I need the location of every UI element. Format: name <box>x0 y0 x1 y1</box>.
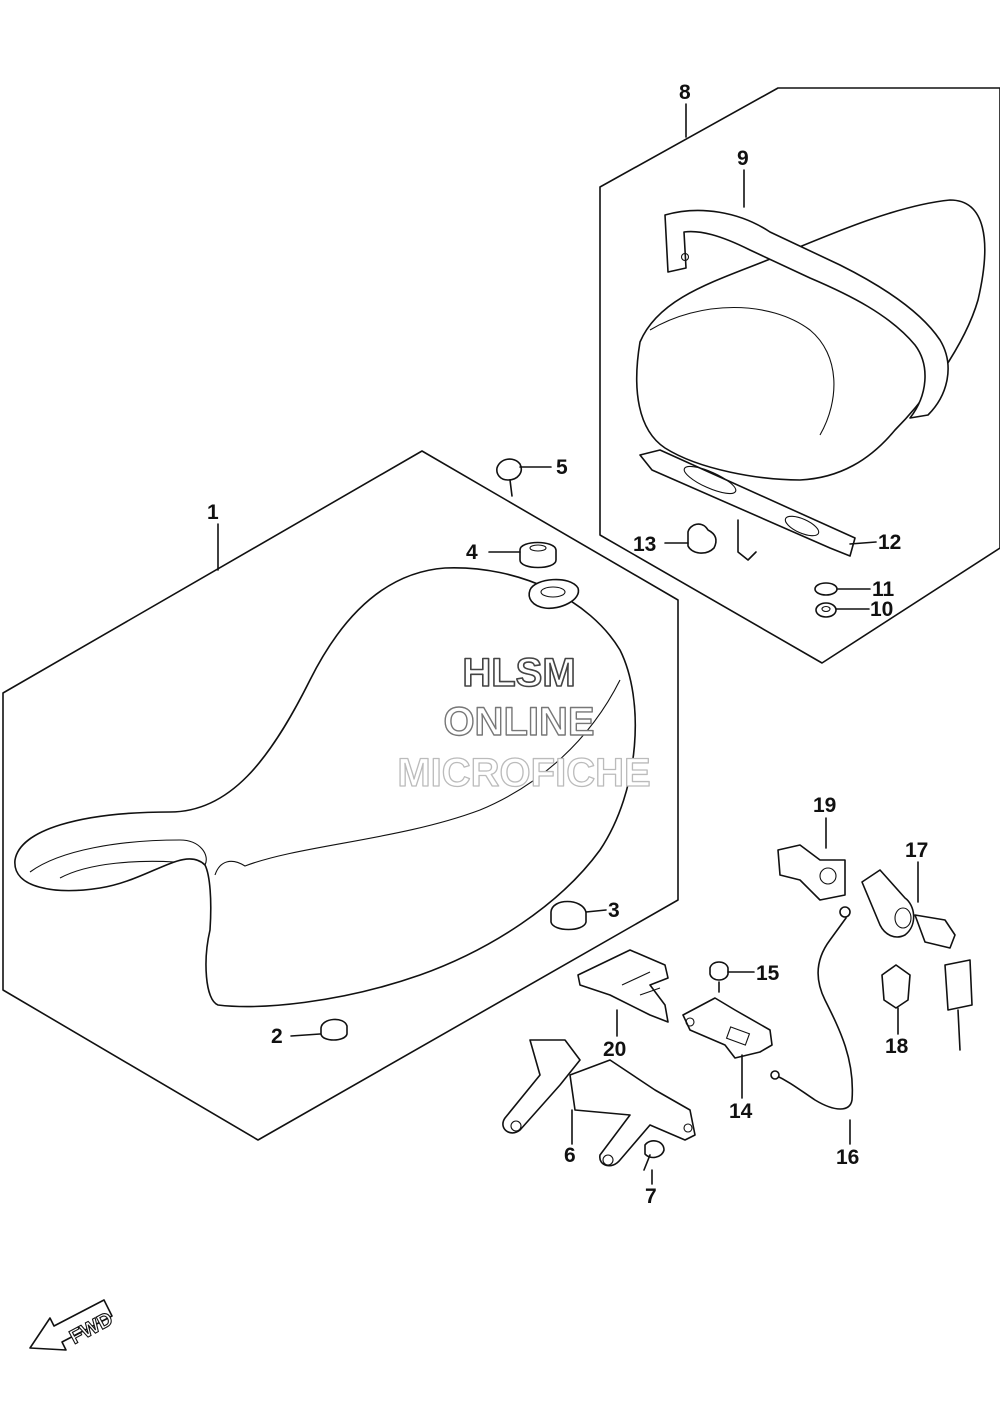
callout-16: 16 <box>836 1146 859 1169</box>
rear-seat-group <box>599 87 1000 664</box>
callout-11: 11 <box>872 578 895 601</box>
washer <box>814 582 838 596</box>
seat-base-plate <box>639 449 856 557</box>
seat-lock-cable <box>770 906 854 1110</box>
callout-5: 5 <box>556 456 568 479</box>
watermark-line-1: HLSM <box>462 651 575 695</box>
base-plate-hook <box>737 519 757 561</box>
rider-seat-seam <box>214 679 621 876</box>
lock-key-set <box>861 869 973 1051</box>
base-plate-slot <box>683 465 737 495</box>
callout-14: 14 <box>729 1100 753 1123</box>
callout-18: 18 <box>885 1035 909 1058</box>
bracket-20 <box>577 949 669 1023</box>
watermark: HLSM ONLINE MICROFICHE <box>397 650 652 795</box>
bolt-5 <box>496 458 523 481</box>
seat-hinge-bracket <box>502 1039 696 1167</box>
watermark-line-3: MICROFICHE <box>397 751 650 795</box>
clip-18 <box>881 964 911 1009</box>
front-seat-group <box>2 450 679 1141</box>
bolt-7 <box>643 1140 665 1171</box>
seat-lock <box>682 997 773 1059</box>
grab-strap-bolt-hole <box>680 252 690 262</box>
callout-6: 6 <box>564 1144 576 1167</box>
rider-seat <box>14 567 637 1008</box>
callout-1: 1 <box>207 501 219 524</box>
callout-10: 10 <box>870 598 893 621</box>
callout-7: 7 <box>645 1185 657 1208</box>
bracket-19 <box>777 844 846 901</box>
callouts: 1 2 3 4 5 6 7 8 9 10 11 12 13 14 15 16 1… <box>207 81 928 1208</box>
cushion-3 <box>550 900 587 931</box>
fwd-arrow-icon: FWD <box>29 1299 117 1351</box>
callout-8: 8 <box>679 81 691 104</box>
callout-12: 12 <box>878 531 901 554</box>
callout-13: 13 <box>633 533 656 556</box>
cushion-stopper <box>687 523 717 554</box>
front-seat-group-frame <box>2 450 679 1141</box>
callout-3: 3 <box>608 899 620 922</box>
callout-15: 15 <box>756 962 780 985</box>
callout-20: 20 <box>603 1038 626 1061</box>
cushion-4 <box>519 541 557 569</box>
bolt-15 <box>709 961 729 993</box>
base-plate-hole <box>784 515 820 537</box>
seat-grommet <box>528 578 580 610</box>
nut <box>815 602 837 618</box>
pillion-step-seam <box>29 839 207 873</box>
grab-strap <box>664 209 949 419</box>
rear-seat-cushion-seam <box>649 306 835 436</box>
rear-seat-group-frame <box>599 87 1000 664</box>
callout-17: 17 <box>905 839 928 862</box>
callout-4: 4 <box>466 541 478 564</box>
nut-2 <box>320 1018 348 1041</box>
callout-9: 9 <box>737 147 749 170</box>
leader-lines <box>217 103 919 1185</box>
watermark-line-2: ONLINE <box>443 700 594 744</box>
callout-19: 19 <box>813 794 836 817</box>
callout-2: 2 <box>271 1025 283 1048</box>
